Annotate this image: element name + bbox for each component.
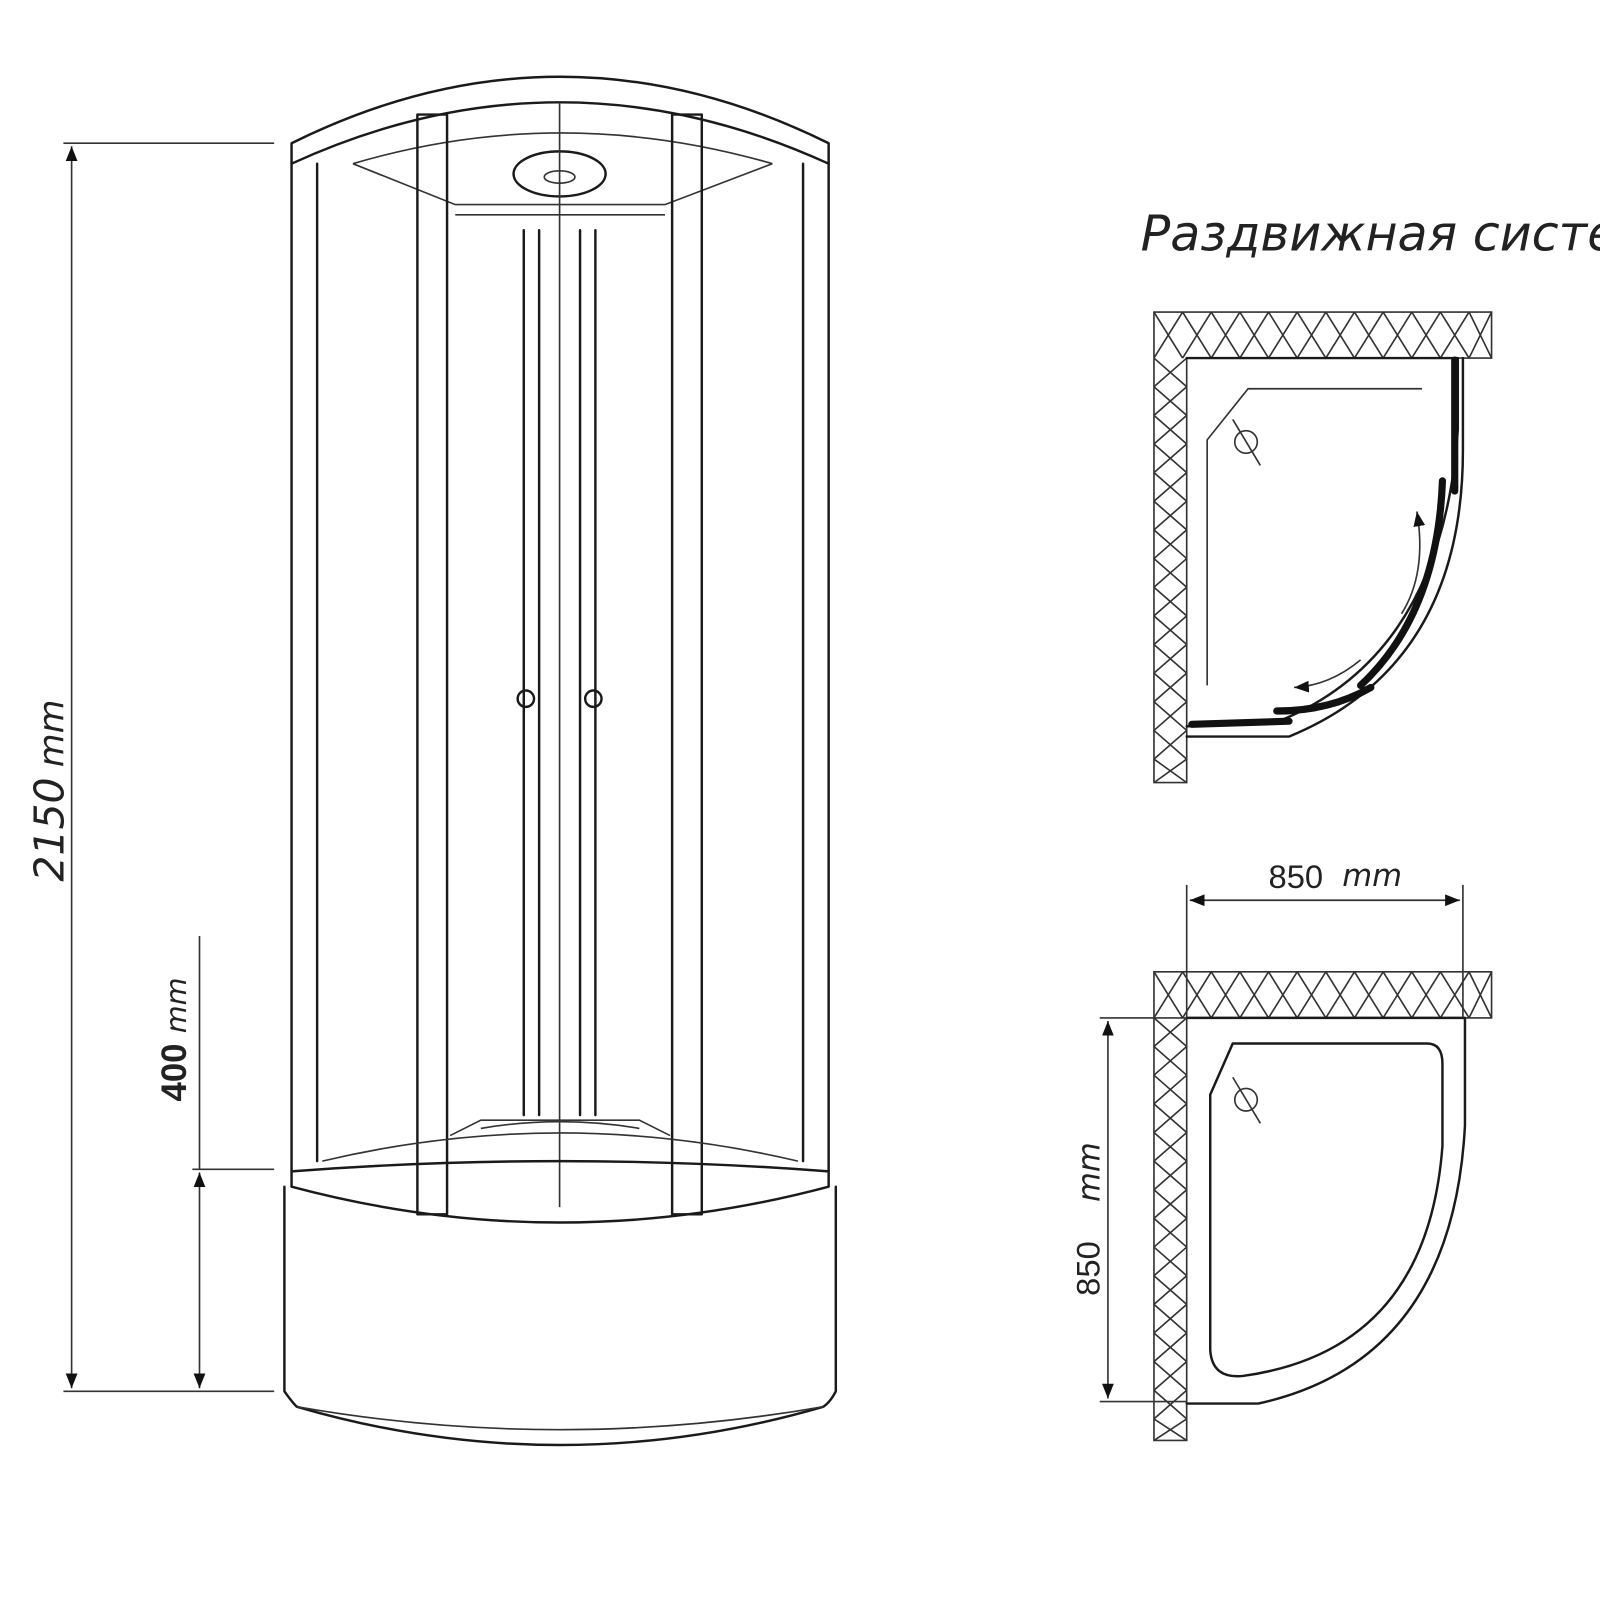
hatch-mark	[1153, 386, 1188, 416]
plan-sliding	[1153, 311, 1493, 784]
hatch-mark	[1210, 311, 1241, 359]
hatch-mark	[1325, 311, 1356, 359]
hatch-mark	[1153, 643, 1188, 674]
wall-outline	[1153, 311, 1493, 784]
cabin-roof	[290, 75, 830, 165]
tray-height-dimension: 400 mm	[156, 936, 275, 1389]
right-frame-bar	[670, 113, 704, 1216]
cabin-side-frames	[290, 162, 830, 1173]
cabin-floor	[322, 1119, 799, 1162]
hatch-mark	[1153, 1389, 1188, 1420]
hatch-mark	[1296, 971, 1327, 1019]
tray-inner-edge	[1209, 1042, 1444, 1378]
wall-outline	[1153, 971, 1493, 1442]
sliding-doors	[1188, 356, 1459, 728]
hatch-mark	[1153, 615, 1188, 646]
hatch-mark	[1267, 971, 1298, 1019]
hatch-mark	[1153, 472, 1188, 502]
hatch-mark	[1153, 729, 1188, 760]
hatch-mark	[1411, 971, 1442, 1019]
rear-door-frames	[522, 228, 597, 1117]
hatch-mark	[1153, 1275, 1188, 1305]
hatch-mark	[1153, 1045, 1188, 1076]
hatch-mark	[1153, 1103, 1188, 1134]
hatch-mark	[1325, 971, 1356, 1019]
hatch-mark	[1153, 1074, 1188, 1105]
hatch-mark	[1153, 1160, 1188, 1191]
door-handle-right	[583, 689, 603, 709]
tray-height-value: 400	[156, 1043, 194, 1101]
height-dimension: 2150 mm	[25, 142, 275, 1393]
cabin-elevation	[283, 75, 838, 1447]
hatch-mark	[1153, 672, 1188, 703]
hatch-mark	[1153, 758, 1188, 784]
wall-hatch	[1153, 311, 1493, 784]
slide-arrow-left	[1294, 659, 1362, 693]
depth-value: 850	[1070, 1241, 1107, 1296]
hatch-mark	[1153, 1017, 1188, 1048]
ceiling-panel	[352, 132, 773, 216]
plan-dimensions: 850 mm 850 mm	[1070, 858, 1493, 1442]
hatch-mark	[1153, 1303, 1188, 1334]
hatch-mark	[1239, 311, 1270, 359]
hatch-mark	[1153, 1332, 1188, 1363]
tray-inner-edge	[1206, 387, 1422, 686]
hatch-mark	[1239, 971, 1270, 1019]
hatch-mark	[1181, 311, 1212, 359]
hatch-mark	[1153, 311, 1184, 359]
hatch-mark	[1210, 971, 1241, 1019]
wall-hatch	[1153, 971, 1493, 1442]
hatch-mark	[1153, 1418, 1188, 1442]
drain-icon	[1233, 1087, 1259, 1112]
left-frame-bar	[416, 113, 449, 1216]
hatch-mark	[1153, 529, 1188, 560]
depth-unit: mm	[1073, 1142, 1108, 1202]
hatch-mark	[1411, 311, 1442, 359]
width-value: 850	[1269, 858, 1324, 895]
hatch-mark	[1153, 414, 1188, 445]
hatch-mark	[1153, 443, 1188, 474]
hatch-mark	[1153, 586, 1188, 617]
hatch-mark	[1296, 311, 1327, 359]
hatch-mark	[1153, 971, 1184, 1019]
drain-icon	[1233, 429, 1259, 455]
hatch-mark	[1153, 357, 1188, 388]
hatch-mark	[1153, 1246, 1188, 1277]
hatch-mark	[1468, 971, 1493, 1019]
hatch-mark	[1382, 971, 1413, 1019]
hatch-mark	[1267, 311, 1298, 359]
sliding-system-title: Раздвижная система	[1141, 205, 1600, 263]
hatch-mark	[1153, 500, 1188, 531]
door-handle-left	[516, 689, 536, 709]
hatch-mark	[1353, 971, 1384, 1019]
height-value: 2150	[25, 777, 73, 881]
hatch-mark	[1153, 557, 1188, 588]
slide-arrow-up	[1400, 511, 1426, 615]
hatch-mark	[1382, 311, 1413, 359]
hatch-mark	[1439, 971, 1470, 1019]
hatch-mark	[1468, 311, 1493, 359]
hatch-mark	[1353, 311, 1384, 359]
tray-rim	[290, 1159, 830, 1224]
hatch-mark	[1153, 701, 1188, 732]
hatch-mark	[1153, 1217, 1188, 1248]
tray-height-unit: mm	[159, 977, 193, 1033]
hatch-mark	[1153, 1189, 1188, 1220]
hatch-mark	[1153, 1131, 1188, 1162]
height-unit: mm	[32, 700, 72, 768]
hatch-mark	[1439, 311, 1470, 359]
hatch-mark	[1153, 1361, 1188, 1391]
width-unit: mm	[1342, 859, 1402, 894]
tray-apron	[283, 1185, 838, 1447]
